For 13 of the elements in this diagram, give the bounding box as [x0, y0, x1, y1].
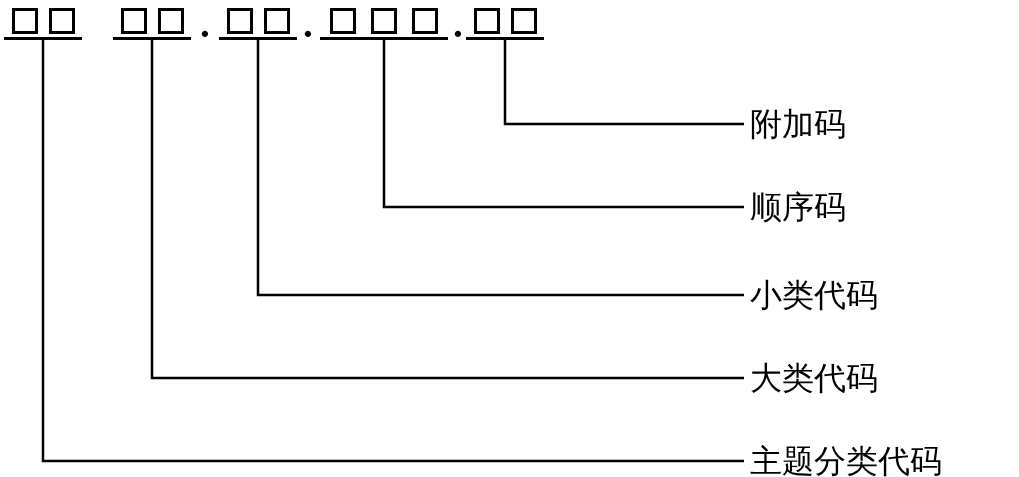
- leader-line: [150, 40, 744, 380]
- leader-line: [41, 40, 744, 463]
- separator-dot: .: [452, 8, 464, 42]
- code-part-label: 顺序码: [750, 187, 846, 227]
- separator-dot: .: [302, 8, 314, 42]
- code-part-label: 大类代码: [750, 358, 878, 398]
- leader-line: [503, 40, 744, 126]
- code-part-label: 附加码: [750, 104, 846, 144]
- leader-line: [382, 40, 744, 209]
- code-part-label: 小类代码: [750, 275, 878, 315]
- separator-dot: .: [199, 8, 211, 42]
- code-part-label: 主题分类代码: [750, 441, 942, 477]
- leader-line: [256, 40, 744, 297]
